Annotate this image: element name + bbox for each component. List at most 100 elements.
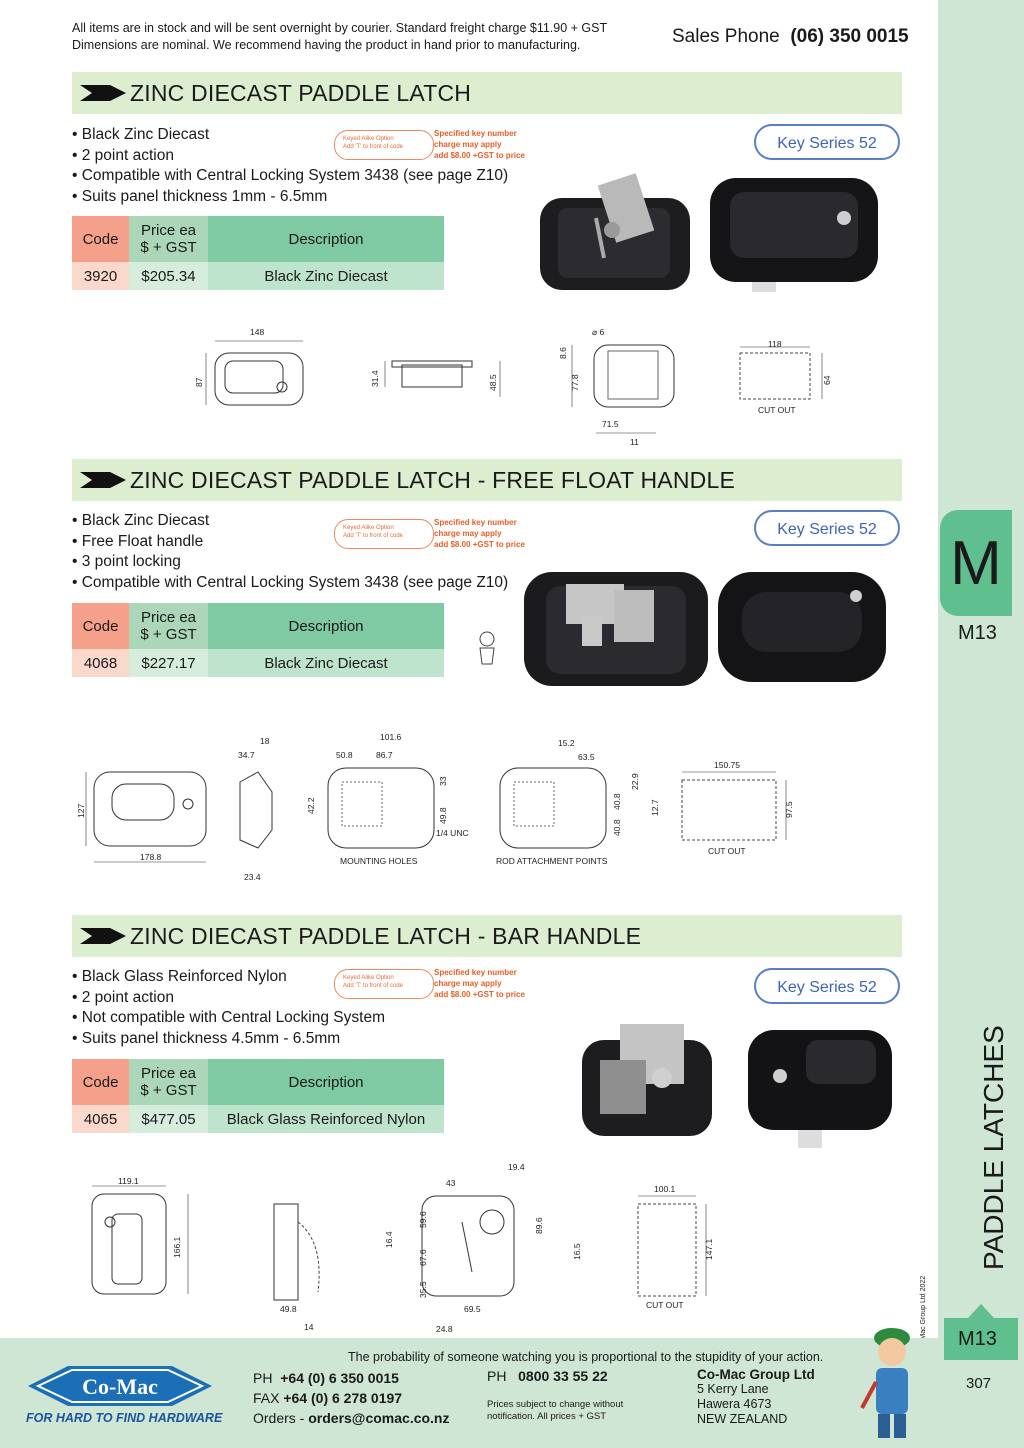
col-code: Code	[72, 1059, 129, 1105]
col-description: Description	[208, 1059, 444, 1105]
orders-email[interactable]: orders@comac.co.nz	[308, 1410, 450, 1426]
dim: 22.9	[630, 773, 640, 790]
dim: 49.8	[438, 807, 448, 824]
col-price-line: $ + GST	[140, 1082, 197, 1099]
dim: 100.1	[654, 1184, 676, 1194]
freephone: PH 0800 33 55 22	[487, 1368, 608, 1384]
dim: 40.8	[612, 819, 622, 836]
keyed-badge-line: Keyed Alike Option	[343, 525, 394, 531]
dim: 40.8	[612, 793, 622, 810]
dim: 16.5	[572, 1243, 582, 1260]
dim: 42.2	[306, 797, 316, 814]
dim: 50.8	[336, 750, 353, 760]
price-table-1: Code Price ea$ + GST Description 3920 $2…	[72, 216, 444, 290]
drawing-section-1b: ⌀ 6 8.6 77.8 71.5 11 118 64 CUT OUT	[556, 325, 836, 447]
latch-rear-photo	[582, 1024, 712, 1136]
address-line: Hawera 4673	[697, 1397, 772, 1411]
keyed-text-line: add $8.00 +GST to price	[434, 990, 525, 999]
col-code: Code	[72, 216, 129, 262]
bullet: • Black Zinc Diecast	[72, 126, 210, 143]
col-price: Price ea$ + GST	[129, 216, 208, 262]
drawing-section-1: 148 87 31.4 48.5	[190, 325, 610, 445]
dim: 101.6	[380, 732, 402, 742]
bullet: • 2 point action	[72, 146, 174, 164]
section-code: M13	[958, 622, 997, 644]
dim: 86.7	[376, 750, 393, 760]
bullet: • Not compatible with Central Locking Sy…	[72, 1009, 385, 1027]
dim: 8.6	[558, 347, 568, 359]
table-header-row: Code Price ea$ + GST Description	[72, 1059, 444, 1105]
keyed-badge-line: Add 'T' to front of code	[343, 533, 403, 539]
table-header-row: Code Price ea$ + GST Description	[72, 603, 444, 649]
phone-label: PH	[253, 1370, 273, 1386]
notice-line: Prices subject to change without	[487, 1399, 624, 1410]
phone-number: +64 (0) 6 350 0015	[280, 1370, 399, 1386]
keyed-badge-line: Add 'T' to front of code	[343, 144, 403, 150]
orders-label: Orders -	[253, 1410, 305, 1426]
footer-quote: The probability of someone watching you …	[348, 1350, 824, 1364]
dim: 15.2	[558, 738, 575, 748]
address-block: Co-Mac Group Ltd 5 Kerry Lane Hawera 467…	[697, 1367, 815, 1427]
dim: ⌀ 6	[592, 327, 605, 337]
drawing-section-2: 127 178.8 18 34.7 23.4 101.6 50.8 86.7 3…	[72, 732, 660, 890]
drawing-caption: ROD ATTACHMENT POINTS	[496, 856, 608, 866]
table-row: 4068 $227.17 Black Zinc Diecast	[72, 649, 444, 677]
cell-code: 4068	[72, 649, 129, 677]
footer-tagline: FOR HARD TO FIND HARDWARE	[26, 1411, 223, 1425]
latch-rear-photo	[540, 173, 690, 290]
dim: 12.7	[650, 799, 660, 816]
cell-code: 3920	[72, 262, 129, 290]
contact-phone: PH +64 (0) 6 350 0015	[253, 1368, 450, 1388]
fax-number: +64 (0) 6 278 0197	[283, 1390, 403, 1406]
category-label: PADDLE LATCHES	[978, 1025, 1009, 1270]
dim: 89.6	[534, 1217, 544, 1234]
section-1-bar: ZINC DIECAST PADDLE LATCH	[72, 72, 902, 114]
cutout-label: CUT OUT	[758, 405, 796, 415]
col-description: Description	[208, 603, 444, 649]
dim: 119.1	[118, 1176, 139, 1186]
keyed-text-line: add $8.00 +GST to price	[434, 151, 525, 160]
section-2-bullets: • Black Zinc Diecast • Free Float handle…	[72, 511, 508, 594]
drawing-caption: MOUNTING HOLES	[340, 856, 418, 866]
chevron-arrow-icon	[80, 85, 126, 101]
latch-front-photo	[718, 572, 886, 682]
col-description: Description	[208, 216, 444, 262]
section-1-title: ZINC DIECAST PADDLE LATCH	[130, 80, 472, 106]
keyed-text-line: Specified key number	[434, 968, 517, 977]
section-3-bullets: • Black Glass Reinforced Nylon • 2 point…	[72, 967, 385, 1050]
section-tab: M	[940, 510, 1012, 616]
dim: 23.4	[244, 872, 261, 882]
contact-fax: FAX +64 (0) 6 278 0197	[253, 1388, 450, 1408]
drawing-section-3-cutout: 100.1 147.1 CUT OUT	[630, 1180, 730, 1312]
section-2-bar: ZINC DIECAST PADDLE LATCH - FREE FLOAT H…	[72, 459, 902, 501]
dim: 64	[822, 375, 832, 385]
company-name: Co-Mac Group Ltd	[697, 1367, 815, 1382]
col-price-line: Price ea	[140, 1065, 197, 1082]
dim: 18	[260, 736, 270, 746]
chevron-arrow-icon	[80, 472, 126, 488]
dim: 16.4	[384, 1231, 394, 1248]
latch-front-photo	[710, 178, 878, 292]
dim: 77.8	[570, 374, 580, 391]
dim: 31.4	[370, 370, 380, 387]
comac-logo: Co-Mac	[28, 1366, 212, 1406]
cell-price: $205.34	[129, 262, 208, 290]
dim: 178.8	[140, 852, 162, 862]
dim: 87	[194, 377, 204, 387]
keyed-badge-line: Keyed Alike Option	[343, 136, 394, 142]
keyed-text-line: charge may apply	[434, 140, 502, 149]
latch-front-photo	[748, 1030, 892, 1148]
keyed-text-line: charge may apply	[434, 979, 502, 988]
keyed-badge-line: Keyed Alike Option	[343, 975, 394, 981]
cell-price: $477.05	[129, 1105, 208, 1133]
bullet: • Suits panel thickness 4.5mm - 6.5mm	[72, 1030, 341, 1048]
bottom-section-code: M13	[958, 1328, 997, 1350]
contact-block: PH +64 (0) 6 350 0015 FAX +64 (0) 6 278 …	[253, 1368, 450, 1428]
dim: 34.7	[238, 750, 255, 760]
table-row: 3920 $205.34 Black Zinc Diecast	[72, 262, 444, 290]
freephone-number: 0800 33 55 22	[518, 1368, 608, 1384]
